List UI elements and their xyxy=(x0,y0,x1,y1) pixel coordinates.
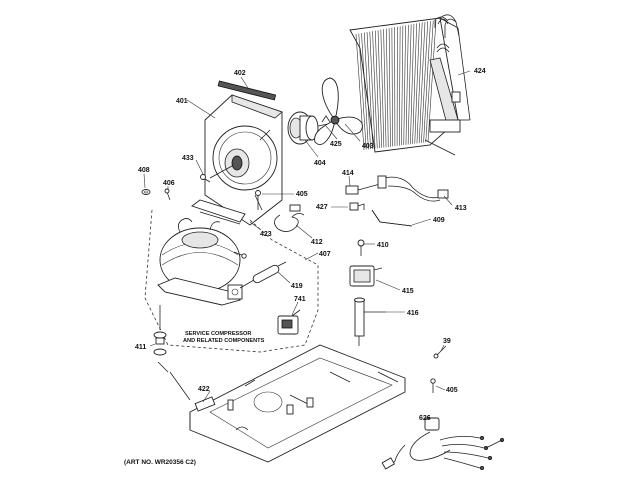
condenser-fin xyxy=(358,33,367,150)
condenser-fin xyxy=(427,19,437,143)
callout-411: 411 xyxy=(135,344,146,351)
condenser-fin xyxy=(425,20,434,143)
wire-harness-small xyxy=(274,213,305,232)
service-note-line2: AND RELATED COMPONENTS xyxy=(183,338,265,344)
callout-419: 419 xyxy=(291,283,303,290)
condenser-fin xyxy=(401,25,404,146)
screw-405-lower xyxy=(430,378,436,393)
condenser-fin xyxy=(355,33,365,151)
callout-409: 409 xyxy=(433,217,445,224)
condenser-fin xyxy=(369,31,376,149)
leader-lines xyxy=(143,70,471,421)
condenser-fin xyxy=(380,29,385,148)
bolt-39 xyxy=(433,345,447,359)
screw-405-upper xyxy=(255,190,261,210)
callout-433: 433 xyxy=(182,155,194,162)
fan-motor xyxy=(287,111,329,145)
callout-424: 424 xyxy=(474,68,486,75)
callout-406: 406 xyxy=(163,180,175,187)
connector-small xyxy=(289,204,301,212)
callout-401: 401 xyxy=(176,98,188,105)
callout-404: 404 xyxy=(314,160,326,167)
condenser-fin xyxy=(421,21,429,143)
callout-626: 626 xyxy=(419,415,431,422)
art-number: (ART NO. WR20356 C2) xyxy=(124,459,196,466)
callout-414: 414 xyxy=(342,170,354,177)
callout-407: 407 xyxy=(319,251,331,258)
wire-harness-413 xyxy=(377,175,449,202)
callout-410: 410 xyxy=(377,242,389,249)
condenser-fin xyxy=(391,27,393,147)
condenser-fin xyxy=(375,30,380,149)
callout-427: 427 xyxy=(316,204,328,211)
fan-shroud xyxy=(204,80,283,226)
condenser-fin xyxy=(377,30,382,148)
condenser-fin xyxy=(418,21,426,144)
compressor xyxy=(157,218,247,306)
condenser-fin xyxy=(416,22,423,144)
valve-416 xyxy=(354,297,386,346)
tube-409-inner xyxy=(371,209,413,227)
callout-403: 403 xyxy=(362,143,374,150)
condenser-fin xyxy=(372,31,378,149)
callout-416: 416 xyxy=(407,310,419,317)
condenser-hairpin-tube xyxy=(444,18,460,38)
fan-clip xyxy=(321,115,331,123)
overload-relay xyxy=(277,309,301,335)
condenser-fin xyxy=(403,25,406,146)
callout-413: 413 xyxy=(455,205,467,212)
base-pan xyxy=(189,344,406,463)
condenser-fin xyxy=(414,22,420,144)
callout-422: 422 xyxy=(198,386,210,393)
callout-412: 412 xyxy=(311,239,323,246)
screw-433 xyxy=(200,174,211,183)
condenser-fin xyxy=(363,32,371,150)
service-note-line1: SERVICE COMPRESSOR xyxy=(185,331,251,337)
condenser-fin xyxy=(399,26,401,146)
service-group-boundary xyxy=(144,209,319,353)
condenser-fin xyxy=(410,23,415,145)
condenser-fin xyxy=(423,20,431,143)
solenoid-415 xyxy=(349,265,383,287)
screw-406 xyxy=(164,188,171,201)
condenser-fin xyxy=(405,24,409,145)
lead-wire-422 xyxy=(169,371,191,401)
washer-408 xyxy=(141,189,151,195)
condenser-fin xyxy=(361,33,369,150)
connector-414 xyxy=(345,183,381,195)
condenser-fin xyxy=(383,29,387,148)
power-cord-626 xyxy=(381,417,504,470)
callout-425: 425 xyxy=(330,141,342,148)
nut-410 xyxy=(357,239,365,256)
condenser-fin xyxy=(386,28,389,147)
callout-741: 741 xyxy=(294,296,306,303)
fan-blade xyxy=(314,77,363,145)
clip-427 xyxy=(349,202,365,211)
callout-408: 408 xyxy=(138,167,150,174)
callout-415: 415 xyxy=(402,288,414,295)
callout-39: 39 xyxy=(443,338,451,345)
condenser-fin xyxy=(412,23,417,144)
callout-423: 423 xyxy=(260,231,272,238)
condenser-fin xyxy=(366,32,374,149)
callout-labels: 401 402 424 433 406 408 404 425 403 405 … xyxy=(135,68,486,422)
callout-405-upper: 405 xyxy=(296,191,308,198)
callout-405-lower: 405 xyxy=(446,387,458,394)
mounting-bracket xyxy=(191,199,246,225)
filter-drier xyxy=(239,261,287,289)
condenser-coil xyxy=(349,14,471,156)
condenser-fin xyxy=(407,24,412,145)
callout-402: 402 xyxy=(234,70,246,77)
grommet-411 xyxy=(153,305,169,373)
condenser-fin xyxy=(388,28,391,147)
